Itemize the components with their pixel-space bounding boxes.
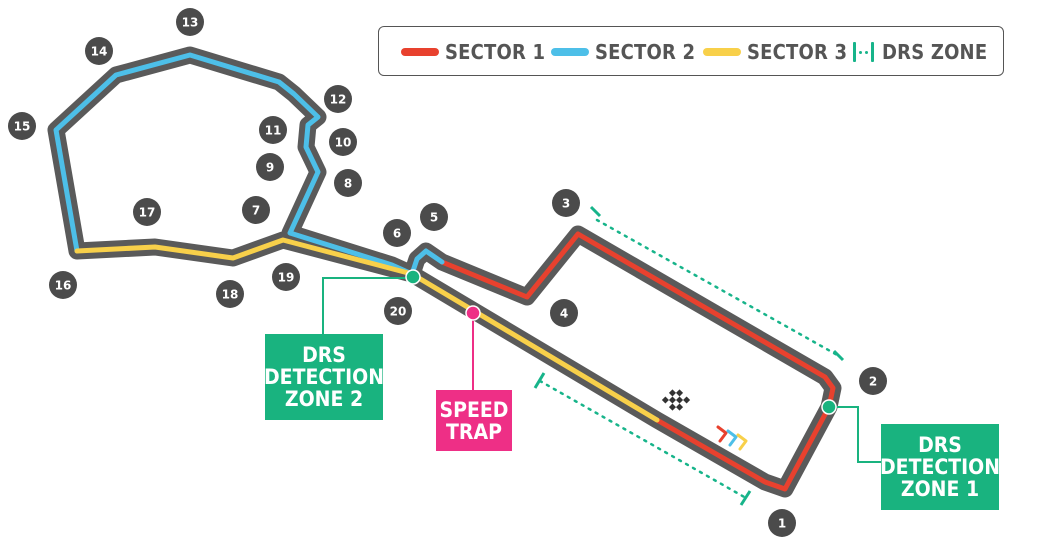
drs-detection-zone-1-line-1: DRS: [918, 433, 962, 457]
corner-8-label: 8: [344, 177, 352, 191]
corner-17: 17: [133, 198, 161, 226]
corner-1: 1: [768, 509, 796, 537]
drs-detection-zone-1-box: DRS DETECTION ZONE 1: [879, 424, 1001, 510]
corner-15: 15: [8, 112, 36, 140]
corner-7: 7: [242, 196, 270, 224]
sector-lines: [53, 52, 836, 492]
drs-detection-zone-2-line-2: DETECTION: [263, 365, 385, 389]
corner-4: 4: [550, 299, 578, 327]
corner-11-label: 11: [265, 124, 282, 138]
corner-6-label: 6: [393, 227, 401, 241]
corner-6: 6: [383, 219, 411, 247]
legend-sector-2-label: SECTOR 2: [595, 40, 696, 64]
corner-5: 5: [420, 203, 448, 231]
drs-zone-swatch: [853, 42, 874, 62]
drs-zone-2: [533, 372, 752, 506]
corner-2-label: 2: [869, 375, 877, 389]
corner-16: 16: [49, 271, 77, 299]
corner-18-label: 18: [222, 288, 239, 302]
corner-17-label: 17: [139, 206, 156, 220]
corner-13: 13: [176, 8, 204, 36]
corner-5-label: 5: [430, 211, 438, 225]
corner-20-label: 20: [390, 305, 407, 319]
corner-19-label: 19: [278, 271, 295, 285]
legend-sector-1-label: SECTOR 1: [445, 40, 546, 64]
legend-sector-2: SECTOR 2: [551, 37, 695, 67]
corner-10: 10: [329, 128, 357, 156]
sector-1-swatch: [401, 48, 439, 56]
corner-13-label: 13: [182, 16, 199, 30]
speed-trap-line-2: TRAP: [446, 419, 502, 444]
legend-sector-1: SECTOR 1: [401, 37, 545, 67]
direction-chevrons: [716, 425, 748, 451]
sector-3-line: [74, 237, 660, 423]
drs-detection-1-marker: [821, 399, 837, 415]
speed-trap-marker: [465, 305, 481, 321]
corner-10-label: 10: [335, 136, 352, 150]
drs-detection-zone-2-line-3: ZONE 2: [284, 387, 364, 411]
start-finish-flag: [661, 385, 691, 415]
sector-1-line: [439, 231, 836, 492]
corner-15-label: 15: [14, 120, 31, 134]
drs-detection-zone-1-line-2: DETECTION: [879, 455, 1001, 479]
corner-2: 2: [859, 367, 887, 395]
legend-drs: DRS ZONE: [853, 37, 987, 67]
corner-9: 9: [256, 153, 284, 181]
legend-sector-3-label: SECTOR 3: [747, 40, 848, 64]
corner-18: 18: [216, 280, 244, 308]
corner-12: 12: [324, 85, 352, 113]
drs-zone-1: [589, 205, 845, 362]
corner-9-label: 9: [266, 161, 274, 175]
legend-drs-label: DRS ZONE: [882, 40, 988, 64]
corner-12-label: 12: [330, 93, 347, 107]
corner-8: 8: [334, 169, 362, 197]
drs-detection-zone-2-box: DRS DETECTION ZONE 2: [263, 334, 385, 420]
speed-trap-box: SPEED TRAP: [436, 390, 512, 451]
drs-detection-2-marker: [405, 269, 421, 285]
corner-16-label: 16: [55, 279, 72, 293]
legend-sector-3: SECTOR 3: [703, 37, 847, 67]
corner-badges: 1 2 3 4 5 6 7 8 9 10 11 12 13 14 15 16 1…: [8, 8, 887, 537]
corner-4-label: 4: [560, 307, 568, 321]
corner-1-label: 1: [778, 517, 786, 531]
corner-19: 19: [272, 263, 300, 291]
corner-14-label: 14: [91, 45, 108, 59]
legend: SECTOR 1 SECTOR 2 SECTOR 3 DRS ZONE: [378, 26, 1004, 76]
sector-2-line: [53, 52, 445, 277]
callout-leaders: [322, 277, 883, 463]
corner-20: 20: [384, 297, 412, 325]
corner-7-label: 7: [252, 204, 260, 218]
speed-trap-line-1: SPEED: [439, 397, 509, 422]
sector-3-swatch: [703, 48, 741, 56]
corner-14: 14: [85, 37, 113, 65]
sector-2-swatch: [551, 48, 589, 56]
corner-11: 11: [259, 116, 287, 144]
drs-detection-zone-1-line-3: ZONE 1: [900, 477, 980, 501]
drs-detection-zone-2-line-1: DRS: [302, 343, 346, 367]
corner-3-label: 3: [562, 197, 570, 211]
corner-3: 3: [552, 189, 580, 217]
